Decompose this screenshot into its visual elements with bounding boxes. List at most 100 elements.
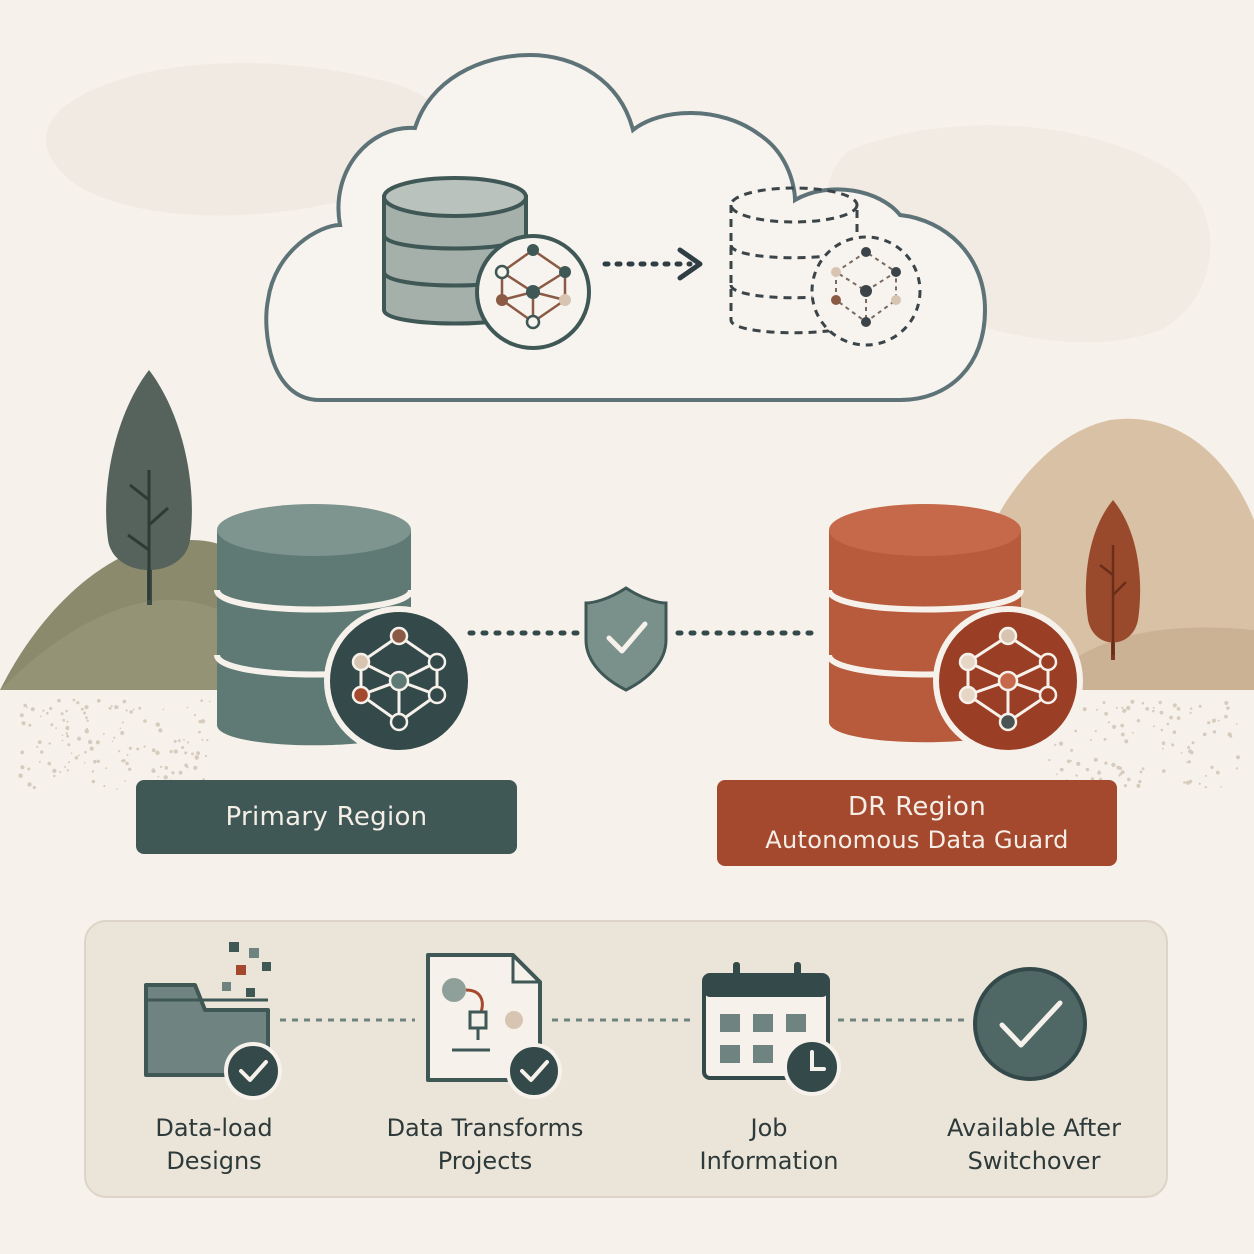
item-label-line: Data Transforms bbox=[386, 1114, 584, 1142]
speckle-dot bbox=[1235, 767, 1238, 770]
speckle-dot bbox=[40, 750, 44, 754]
dr-region-subtitle: Autonomous Data Guard bbox=[765, 826, 1069, 854]
speckle-dot bbox=[1224, 701, 1229, 705]
speckle-dot bbox=[121, 759, 125, 763]
speckle-dot bbox=[1126, 705, 1131, 711]
speckle-dot bbox=[1162, 747, 1164, 750]
speckle-dot bbox=[128, 746, 132, 750]
speckle-dot bbox=[200, 699, 203, 702]
speckle-dot bbox=[1104, 711, 1108, 716]
speckle-dot bbox=[194, 755, 199, 760]
check-circle-icon bbox=[973, 967, 1087, 1081]
speckle-dot bbox=[113, 736, 116, 739]
speckle-dot bbox=[1152, 709, 1155, 713]
speckle-dot bbox=[65, 732, 69, 735]
speckle-dot bbox=[1097, 771, 1101, 775]
speckle-dot bbox=[1132, 731, 1134, 734]
calendar-clock-icon bbox=[702, 962, 841, 1096]
speckle-dot bbox=[32, 785, 36, 790]
speckle-dot bbox=[84, 705, 89, 710]
speckle-dot bbox=[143, 719, 147, 723]
speckle-dot bbox=[1054, 743, 1057, 747]
speckle-dot bbox=[1116, 765, 1121, 770]
speckle-dot bbox=[1198, 704, 1202, 708]
item-label-line: Job bbox=[750, 1114, 788, 1142]
speckle-dot bbox=[158, 728, 163, 733]
speckle-dot bbox=[66, 769, 70, 772]
speckle-dot bbox=[103, 784, 106, 788]
speckle-dot bbox=[28, 723, 32, 727]
speckle-dot bbox=[143, 745, 146, 748]
speckle-dot bbox=[184, 751, 188, 755]
shield-check-icon bbox=[584, 586, 668, 692]
speckle-dot bbox=[183, 738, 186, 741]
speckle-dot bbox=[1226, 706, 1230, 710]
speckle-dot bbox=[1141, 767, 1145, 770]
speckle-dot bbox=[122, 699, 127, 704]
speckle-dot bbox=[83, 761, 86, 764]
speckle-dot bbox=[49, 706, 53, 711]
speckle-dot bbox=[173, 749, 178, 754]
speckle-dot bbox=[110, 705, 113, 707]
speckle-dot bbox=[128, 767, 132, 771]
cloud-network-icon bbox=[475, 234, 591, 350]
speckle-dot bbox=[1082, 707, 1087, 712]
speckle-dot bbox=[93, 759, 97, 764]
speckle-dot bbox=[1121, 706, 1124, 709]
speckle-dot bbox=[1070, 748, 1074, 752]
speckle-dot bbox=[157, 775, 160, 778]
speckle-dot bbox=[72, 698, 76, 702]
speckle-dot bbox=[186, 766, 189, 769]
speckle-dot bbox=[1115, 706, 1118, 709]
speckle-dot bbox=[46, 711, 49, 715]
speckle-dot bbox=[136, 747, 140, 751]
speckle-dot bbox=[1205, 774, 1208, 777]
speckle-dot bbox=[1066, 759, 1071, 764]
replica-network-icon bbox=[810, 235, 922, 347]
speckle-dot bbox=[47, 761, 52, 766]
speckle-dot bbox=[1220, 786, 1222, 788]
speckle-dot bbox=[65, 725, 70, 731]
speckle-dot bbox=[186, 706, 189, 709]
speckle-dot bbox=[1085, 767, 1090, 772]
speckle-dot bbox=[1171, 743, 1175, 747]
speckle-dot bbox=[201, 738, 204, 741]
speckle-dot bbox=[85, 716, 88, 719]
speckle-dot bbox=[61, 739, 64, 742]
speckle-dot bbox=[198, 730, 201, 734]
speckle-dot bbox=[1183, 781, 1186, 784]
speckle-dot bbox=[20, 750, 25, 755]
speckle-dot bbox=[105, 767, 108, 769]
speckle-dot bbox=[1076, 761, 1081, 767]
speckle-dot bbox=[1176, 707, 1181, 711]
speckle-dot bbox=[42, 709, 45, 712]
speckle-dot bbox=[64, 765, 66, 768]
speckle-dot bbox=[1102, 701, 1106, 705]
speckle-dot bbox=[50, 723, 54, 727]
speckle-dot bbox=[1161, 741, 1166, 745]
speckle-dot bbox=[204, 754, 207, 758]
speckle-dot bbox=[1215, 770, 1220, 775]
speckle-dot bbox=[1122, 708, 1127, 713]
speckle-dot bbox=[1190, 707, 1193, 710]
speckle-dot bbox=[151, 748, 156, 753]
folder-check-icon bbox=[144, 942, 282, 1100]
primary-region-title: Primary Region bbox=[225, 802, 428, 832]
speckle-dot bbox=[196, 751, 201, 755]
speckle-dot bbox=[102, 733, 105, 735]
speckle-dot bbox=[60, 712, 64, 716]
speckle-dot bbox=[206, 739, 209, 742]
speckle-dot bbox=[129, 710, 133, 714]
speckle-dot bbox=[20, 765, 25, 770]
speckle-dot bbox=[1096, 708, 1099, 711]
speckle-dot bbox=[67, 743, 71, 747]
speckle-dot bbox=[1139, 770, 1143, 774]
speckle-dot bbox=[27, 767, 31, 771]
speckle-dot bbox=[1180, 752, 1183, 754]
speckle-dot bbox=[80, 707, 84, 711]
speckle-dot bbox=[151, 768, 156, 774]
speckle-dot bbox=[1124, 739, 1129, 744]
speckle-dot bbox=[115, 705, 119, 709]
speckle-dot bbox=[70, 752, 73, 754]
speckle-dot bbox=[164, 766, 169, 770]
